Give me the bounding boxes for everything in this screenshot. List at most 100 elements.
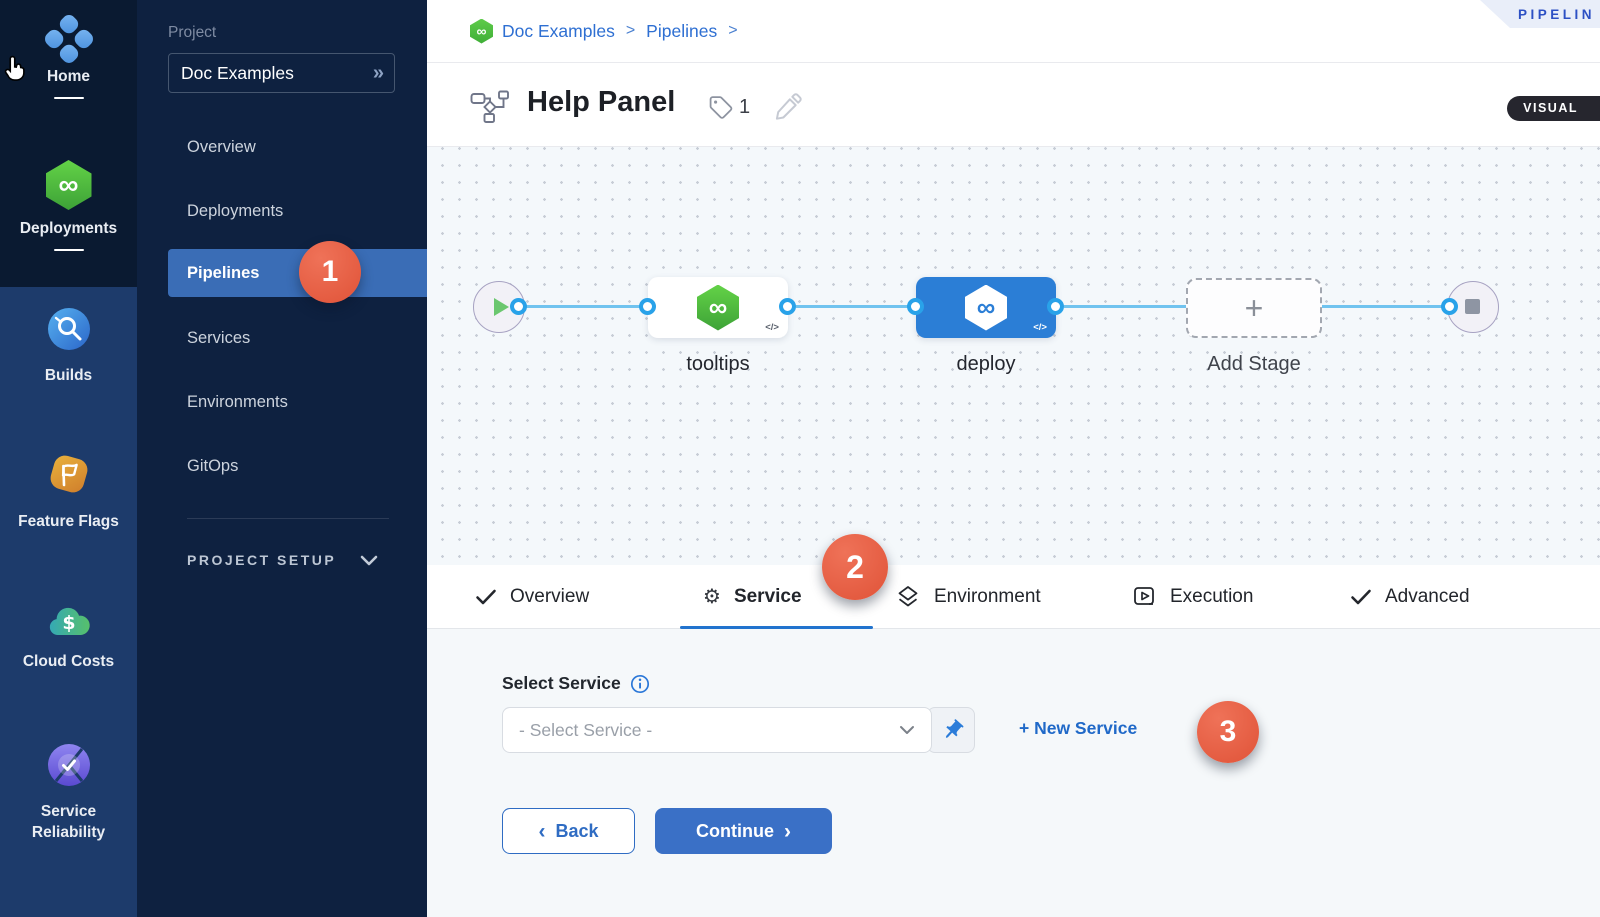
back-button[interactable]: ‹ Back	[502, 808, 635, 854]
sidebar-item-service-reliability[interactable]: Service Reliability	[0, 742, 137, 844]
tag-count: 1	[739, 96, 751, 118]
pipeline-edge	[1064, 305, 1190, 308]
info-icon[interactable]	[630, 674, 650, 694]
pipeline-edge	[796, 305, 912, 308]
tab-advanced[interactable]: Advanced	[1350, 565, 1470, 628]
breadcrumb-link-doc-examples[interactable]: Doc Examples	[502, 20, 615, 41]
breadcrumb-link-pipelines[interactable]: Pipelines	[646, 20, 718, 41]
pin-runtime-input-button[interactable]	[927, 707, 975, 753]
rail-item-label: Home	[46, 68, 91, 85]
harness-stage-icon: ∞	[697, 284, 739, 331]
stage-node-tooltips[interactable]: ∞ </>	[648, 277, 788, 338]
pin-icon	[945, 719, 964, 738]
add-stage-label: Add Stage	[1207, 353, 1301, 375]
project-name: Doc Examples	[181, 62, 294, 83]
service-reliability-icon	[47, 744, 90, 786]
nav-item-pipelines[interactable]: Pipelines	[168, 249, 427, 297]
tab-service[interactable]: ⚙ Service	[703, 565, 802, 628]
new-service-link[interactable]: + New Service	[1019, 718, 1138, 738]
tags-indicator: 1	[708, 95, 750, 120]
tab-label: Overview	[510, 585, 590, 607]
nav-item-gitops[interactable]: GitOps	[187, 457, 239, 475]
page-title: Help Panel	[527, 86, 676, 118]
project-selector[interactable]: Doc Examples »	[168, 53, 395, 93]
hand-cursor-icon	[4, 55, 25, 81]
harness-project-icon: ∞	[470, 18, 493, 44]
stage-node-deploy[interactable]: ∞ </>	[916, 277, 1056, 338]
tab-overview[interactable]: Overview	[475, 565, 589, 628]
sidebar-item-feature-flags[interactable]: Feature Flags	[0, 450, 137, 533]
chevron-left-icon: ‹	[538, 819, 546, 843]
tab-label: Environment	[934, 585, 1041, 607]
module-section-background	[0, 287, 137, 917]
service-select-placeholder: - Select Service -	[519, 719, 653, 740]
environment-layers-icon	[898, 585, 918, 606]
tab-environment[interactable]: Environment	[895, 565, 1041, 628]
add-stage-button[interactable]: +	[1186, 278, 1322, 338]
deployments-icon: ∞	[45, 160, 92, 210]
check-icon	[476, 589, 496, 604]
project-nav: Project Doc Examples » Overview Deployme…	[137, 0, 427, 917]
tab-label: Execution	[1170, 585, 1254, 607]
expand-icon: »	[372, 61, 384, 84]
project-setup-toggle[interactable]: PROJECT SETUP	[187, 552, 378, 568]
module-rail: Home ∞ Deployments Builds	[0, 0, 137, 917]
pipeline-end-node	[1447, 281, 1499, 333]
annotation-badge-2: 2	[822, 534, 888, 600]
project-section-label: Project	[168, 24, 217, 41]
service-form: Select Service - Select Service - + New …	[427, 629, 1600, 917]
rail-item-label: Cloud Costs	[22, 653, 115, 670]
breadcrumb-separator: >	[625, 22, 636, 39]
sidebar-item-builds[interactable]: Builds	[0, 306, 137, 387]
continue-button[interactable]: Continue ›	[655, 808, 832, 854]
edit-pencil-icon[interactable]	[774, 93, 802, 121]
breadcrumb: ∞ Doc Examples > Pipelines >	[427, 0, 1600, 63]
harness-stage-icon: ∞	[965, 284, 1007, 331]
sidebar-item-cloud-costs[interactable]: $ Cloud Costs	[0, 598, 137, 673]
connector-port	[639, 298, 656, 315]
divider	[187, 518, 389, 519]
select-service-label: Select Service	[502, 673, 650, 694]
nav-item-deployments[interactable]: Deployments	[187, 202, 284, 220]
chevron-right-icon: ›	[784, 819, 791, 843]
annotation-badge-3: 3	[1197, 701, 1259, 763]
tab-execution[interactable]: Execution	[1133, 565, 1253, 628]
active-underline	[53, 96, 84, 99]
pipeline-edge	[524, 305, 644, 308]
chevron-down-icon	[360, 555, 378, 565]
continue-button-label: Continue	[696, 820, 774, 841]
feature-flags-icon	[50, 455, 87, 493]
select-service-label-text: Select Service	[502, 673, 621, 693]
service-select-dropdown[interactable]: - Select Service -	[502, 707, 932, 753]
code-icon: </>	[765, 322, 779, 333]
code-icon: </>	[1033, 322, 1047, 333]
nav-item-overview[interactable]: Overview	[187, 138, 256, 156]
nav-item-services[interactable]: Services	[187, 329, 251, 347]
svg-text:$: $	[62, 612, 75, 634]
sidebar-item-deployments[interactable]: ∞ Deployments	[0, 160, 137, 251]
connector-port	[1441, 298, 1458, 315]
pipeline-edge	[1322, 305, 1444, 308]
pipeline-canvas[interactable]: ∞ </> ∞ </> + tooltips deploy Add Stage	[427, 147, 1600, 565]
annotation-badge-1: 1	[299, 241, 361, 303]
tag-icon	[709, 96, 733, 119]
sidebar-item-home[interactable]: Home	[0, 12, 137, 99]
cloud-costs-icon: $	[49, 607, 90, 636]
connector-port	[779, 298, 796, 315]
pipeline-header: Help Panel 1 VISUAL	[427, 64, 1600, 147]
check-icon	[1351, 589, 1371, 604]
stage-label-deploy: deploy	[956, 353, 1016, 375]
rail-item-label: Feature Flags	[18, 513, 119, 530]
rail-item-label: Service Reliability	[31, 803, 106, 841]
chevron-down-icon	[900, 726, 914, 734]
active-underline	[53, 248, 84, 251]
visual-mode-toggle[interactable]: VISUAL	[1507, 96, 1600, 121]
nav-item-environments[interactable]: Environments	[187, 393, 288, 411]
stop-icon	[1465, 299, 1480, 314]
pipeline-graph-icon	[470, 90, 509, 123]
builds-icon	[47, 308, 90, 350]
plus-icon: +	[1244, 290, 1264, 326]
home-icon	[41, 12, 96, 66]
execution-play-icon	[1134, 586, 1154, 605]
